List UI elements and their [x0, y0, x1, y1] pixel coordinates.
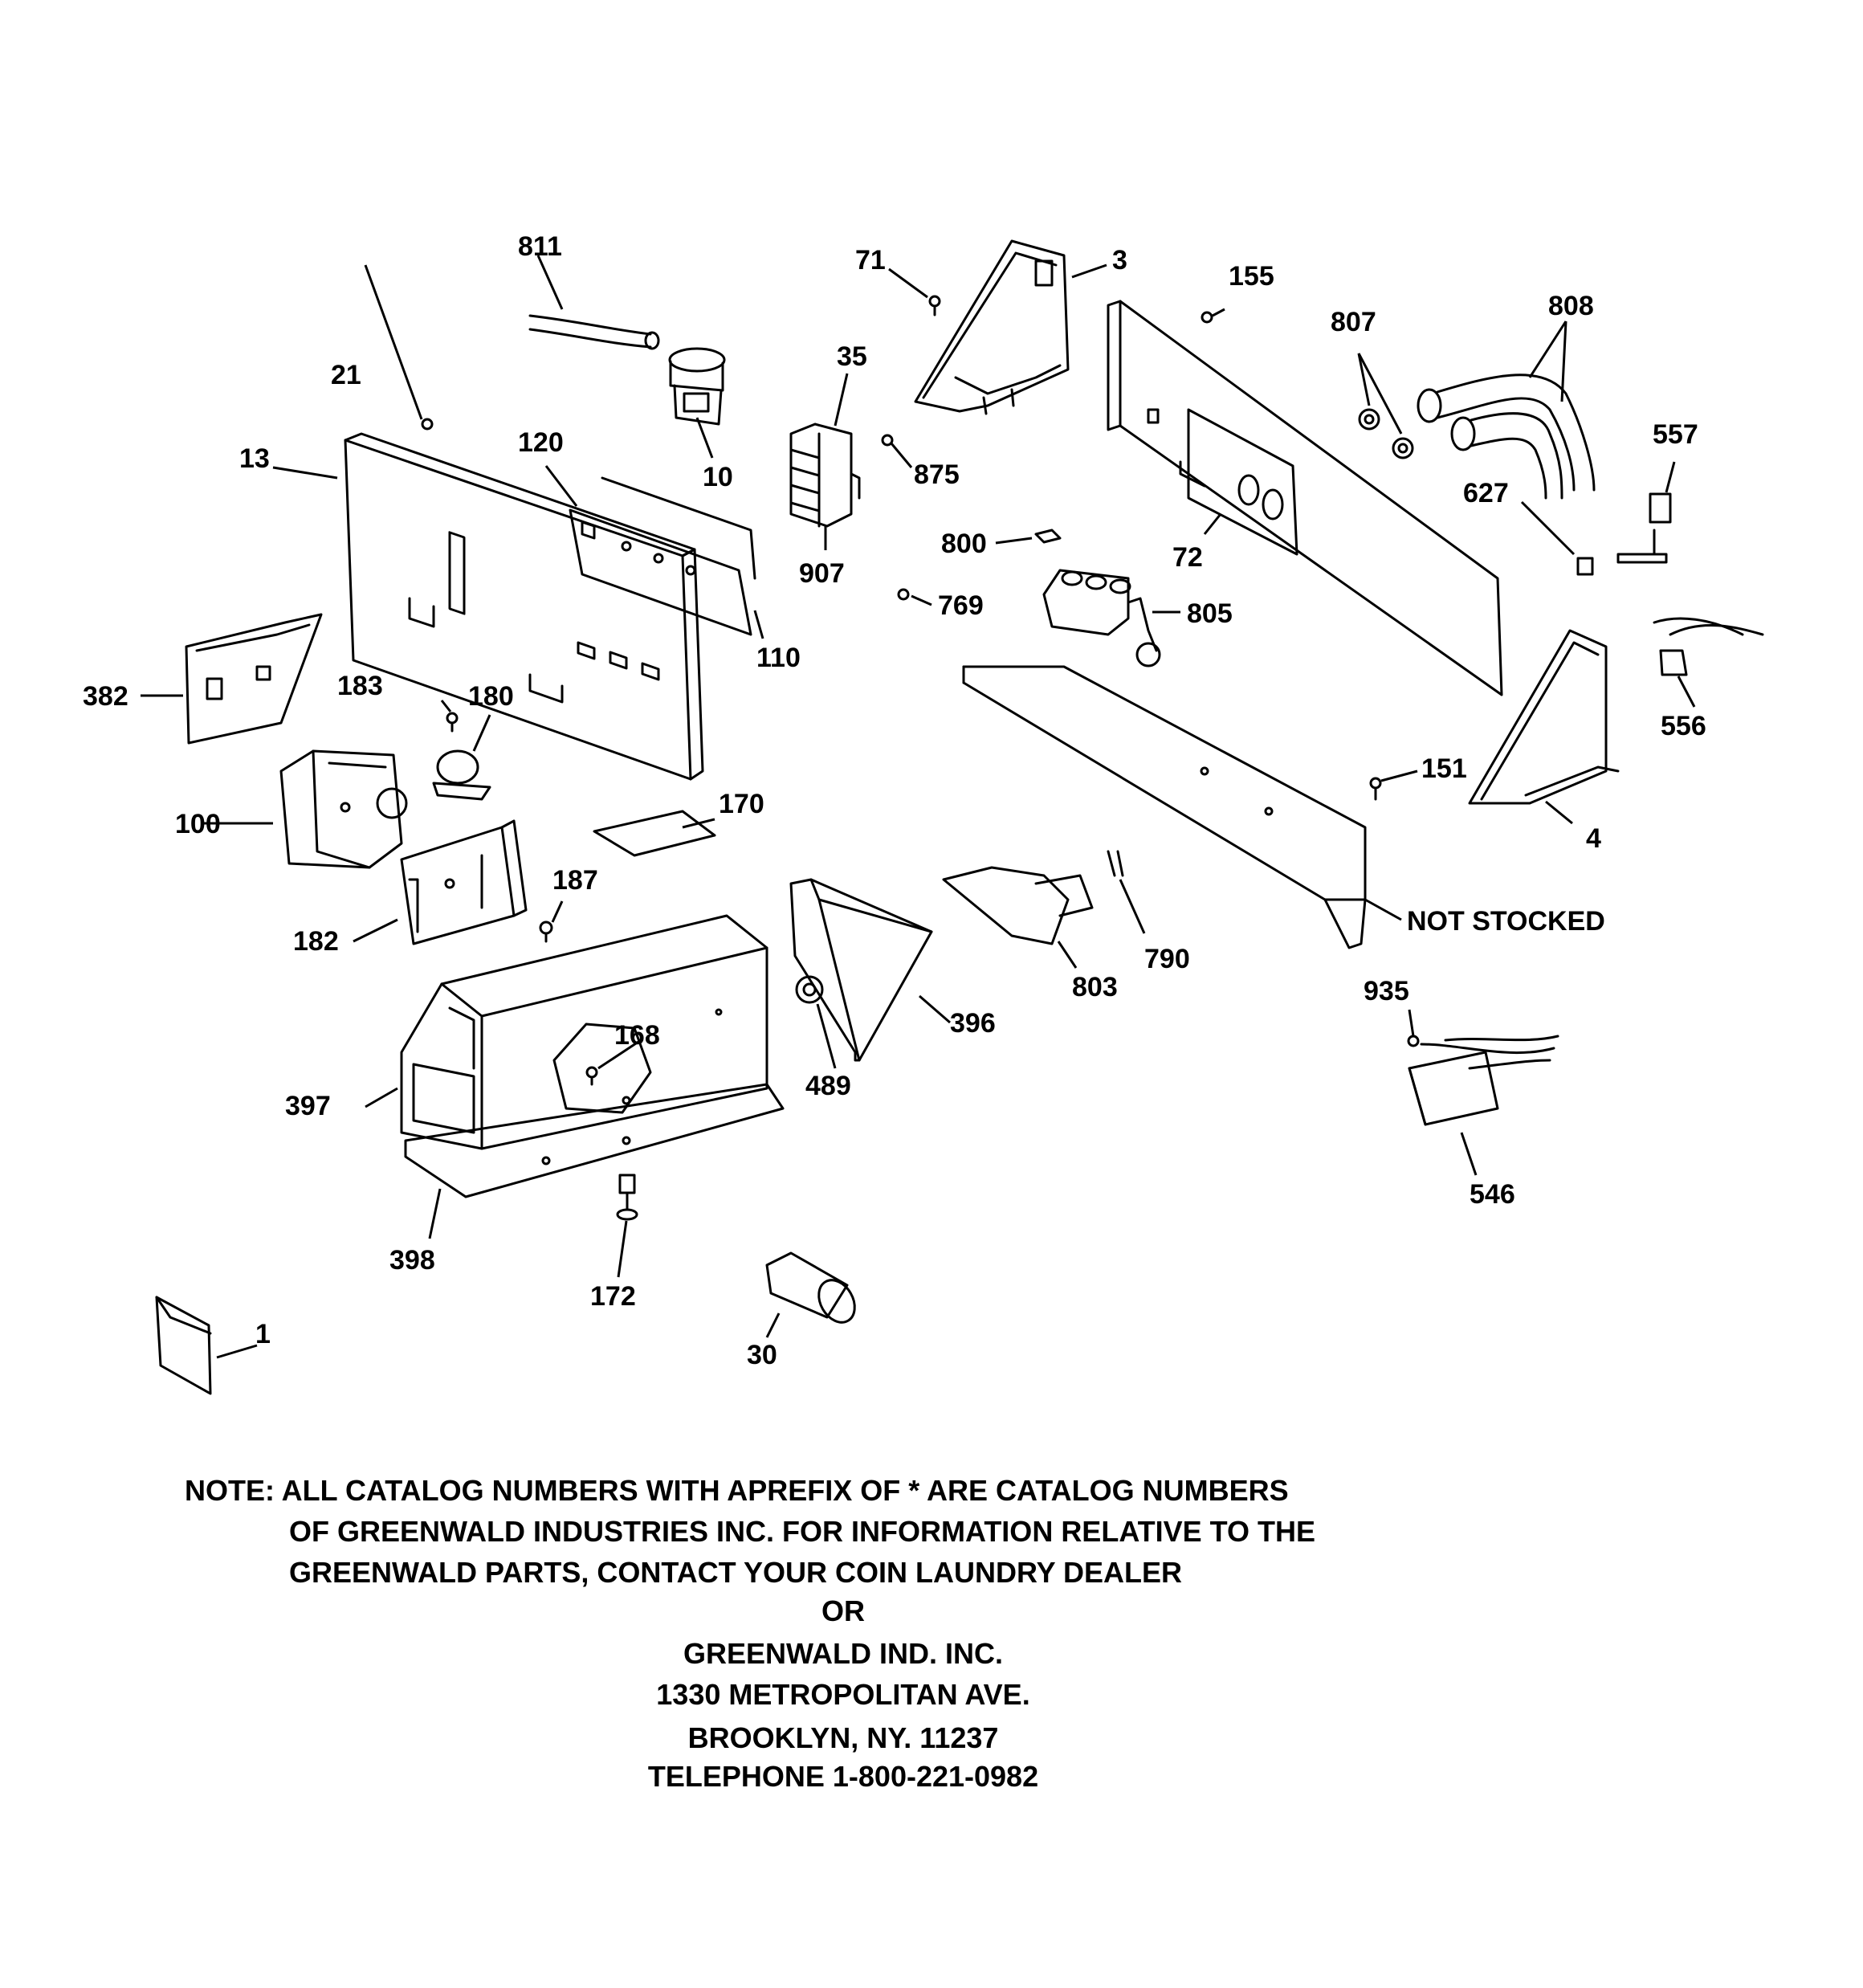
part-627-connector	[1576, 557, 1594, 576]
exploded-parts-diagram: 811 10 35 907 71 3 155 875 21 13 120 110…	[83, 231, 1764, 1395]
callout-187: 187	[552, 865, 598, 896]
callout-3: 3	[1112, 245, 1127, 276]
callout-110: 110	[756, 643, 801, 673]
callout-170: 170	[719, 789, 764, 819]
part-71-screw	[928, 295, 941, 316]
part-803-bellows	[942, 866, 1094, 945]
callout-396: 396	[950, 1008, 996, 1039]
callout-398: 398	[389, 1245, 435, 1276]
callout-100: 100	[175, 809, 221, 839]
part-120-110-switch-bracket	[569, 476, 756, 636]
part-397-control-housing	[400, 914, 768, 1150]
part-805-water-valve	[1042, 569, 1161, 667]
callout-151: 151	[1421, 753, 1467, 784]
callout-not-stocked: NOT STOCKED	[1407, 906, 1605, 937]
callout-183: 183	[337, 671, 383, 701]
callout-180: 180	[468, 681, 514, 712]
part-875-screw	[881, 434, 894, 447]
callout-4: 4	[1586, 823, 1601, 854]
note-telephone: TELEPHONE 1-800-221-0982	[647, 1760, 1039, 1793]
note-line-2: OF GREENWALD INDUSTRIES INC. FOR INFORMA…	[289, 1515, 1315, 1548]
callout-120: 120	[518, 427, 564, 458]
part-811-hose	[528, 314, 660, 350]
callout-10: 10	[703, 462, 733, 492]
part-187-screw	[539, 921, 553, 943]
part-557-switch	[1616, 492, 1672, 564]
callout-182: 182	[293, 926, 339, 957]
part-155-screw	[1201, 311, 1213, 324]
note-company-name: GREENWALD IND. INC.	[683, 1637, 1003, 1670]
callout-557: 557	[1653, 419, 1698, 450]
part-4-end-cap-bracket	[1468, 629, 1620, 805]
part-172-standoff	[616, 1174, 638, 1221]
part-182-mounting-plate	[400, 819, 528, 945]
callout-30: 30	[747, 1340, 777, 1370]
part-168-hex-label	[552, 1023, 652, 1114]
part-3-end-cap-bracket	[914, 239, 1070, 415]
note-street-address: 1330 METROPOLITAN AVE.	[656, 1678, 1030, 1711]
part-35-907-switch-assembly	[789, 423, 861, 528]
part-1-manual	[155, 1296, 212, 1395]
part-13-control-panel	[344, 432, 704, 781]
part-808-fill-hoses	[1417, 374, 1596, 500]
part-800-clip	[1034, 529, 1062, 544]
callout-546: 546	[1470, 1179, 1515, 1210]
callout-807: 807	[1331, 307, 1376, 337]
part-769-screw	[897, 588, 910, 601]
callout-875: 875	[914, 459, 960, 490]
callout-382: 382	[83, 681, 128, 712]
part-170-sheet	[593, 810, 716, 857]
callout-556: 556	[1661, 711, 1706, 741]
note-line-3: GREENWALD PARTS, CONTACT YOUR COIN LAUND…	[289, 1556, 1183, 1589]
leader-lines	[141, 255, 1696, 1359]
callout-769: 769	[938, 590, 984, 621]
note-city-state-zip: BROOKLYN, NY. 11237	[687, 1721, 999, 1754]
part-382-control-plate	[185, 613, 323, 745]
part-398-base-plate	[404, 1083, 785, 1198]
callout-21: 21	[331, 360, 361, 390]
part-72-rear-panel	[1107, 300, 1503, 696]
part-180-knob-bracket	[432, 749, 491, 801]
callout-168: 168	[614, 1020, 660, 1051]
part-396-shield	[789, 878, 933, 1062]
callout-1: 1	[255, 1319, 271, 1349]
part-151-screw	[1369, 777, 1382, 801]
callout-811: 811	[518, 231, 562, 262]
part-546-935-wire-harness	[1407, 1035, 1559, 1126]
part-790-clamp	[1107, 850, 1124, 877]
callout-172: 172	[590, 1281, 636, 1312]
callout-72: 72	[1172, 542, 1203, 573]
note-line-or: OR	[821, 1594, 865, 1627]
callout-489: 489	[805, 1071, 851, 1101]
callout-627: 627	[1463, 478, 1509, 508]
callout-397: 397	[285, 1091, 331, 1121]
note-line-1: NOTE: ALL CATALOG NUMBERS WITH APREFIX O…	[185, 1474, 1289, 1507]
part-100-timer	[279, 749, 408, 869]
callout-907: 907	[799, 558, 845, 589]
callout-71: 71	[855, 245, 886, 276]
callout-13: 13	[239, 443, 270, 474]
part-not-stocked-rail	[962, 665, 1367, 949]
part-556-harness-connector	[1653, 617, 1764, 676]
part-10-pressure-switch	[668, 347, 726, 426]
callout-805: 805	[1187, 598, 1233, 629]
callout-35: 35	[837, 341, 867, 372]
callout-800: 800	[941, 529, 987, 559]
part-183-screw	[446, 712, 459, 733]
callout-155: 155	[1229, 261, 1274, 292]
callout-803: 803	[1072, 972, 1118, 1002]
part-21-screw	[421, 418, 434, 431]
callout-790: 790	[1144, 944, 1190, 974]
callout-935: 935	[1364, 976, 1409, 1006]
callout-808: 808	[1548, 291, 1594, 321]
part-30-capacitor	[765, 1251, 856, 1324]
part-807-washers	[1358, 408, 1414, 459]
part-489-grommet	[795, 975, 824, 1004]
